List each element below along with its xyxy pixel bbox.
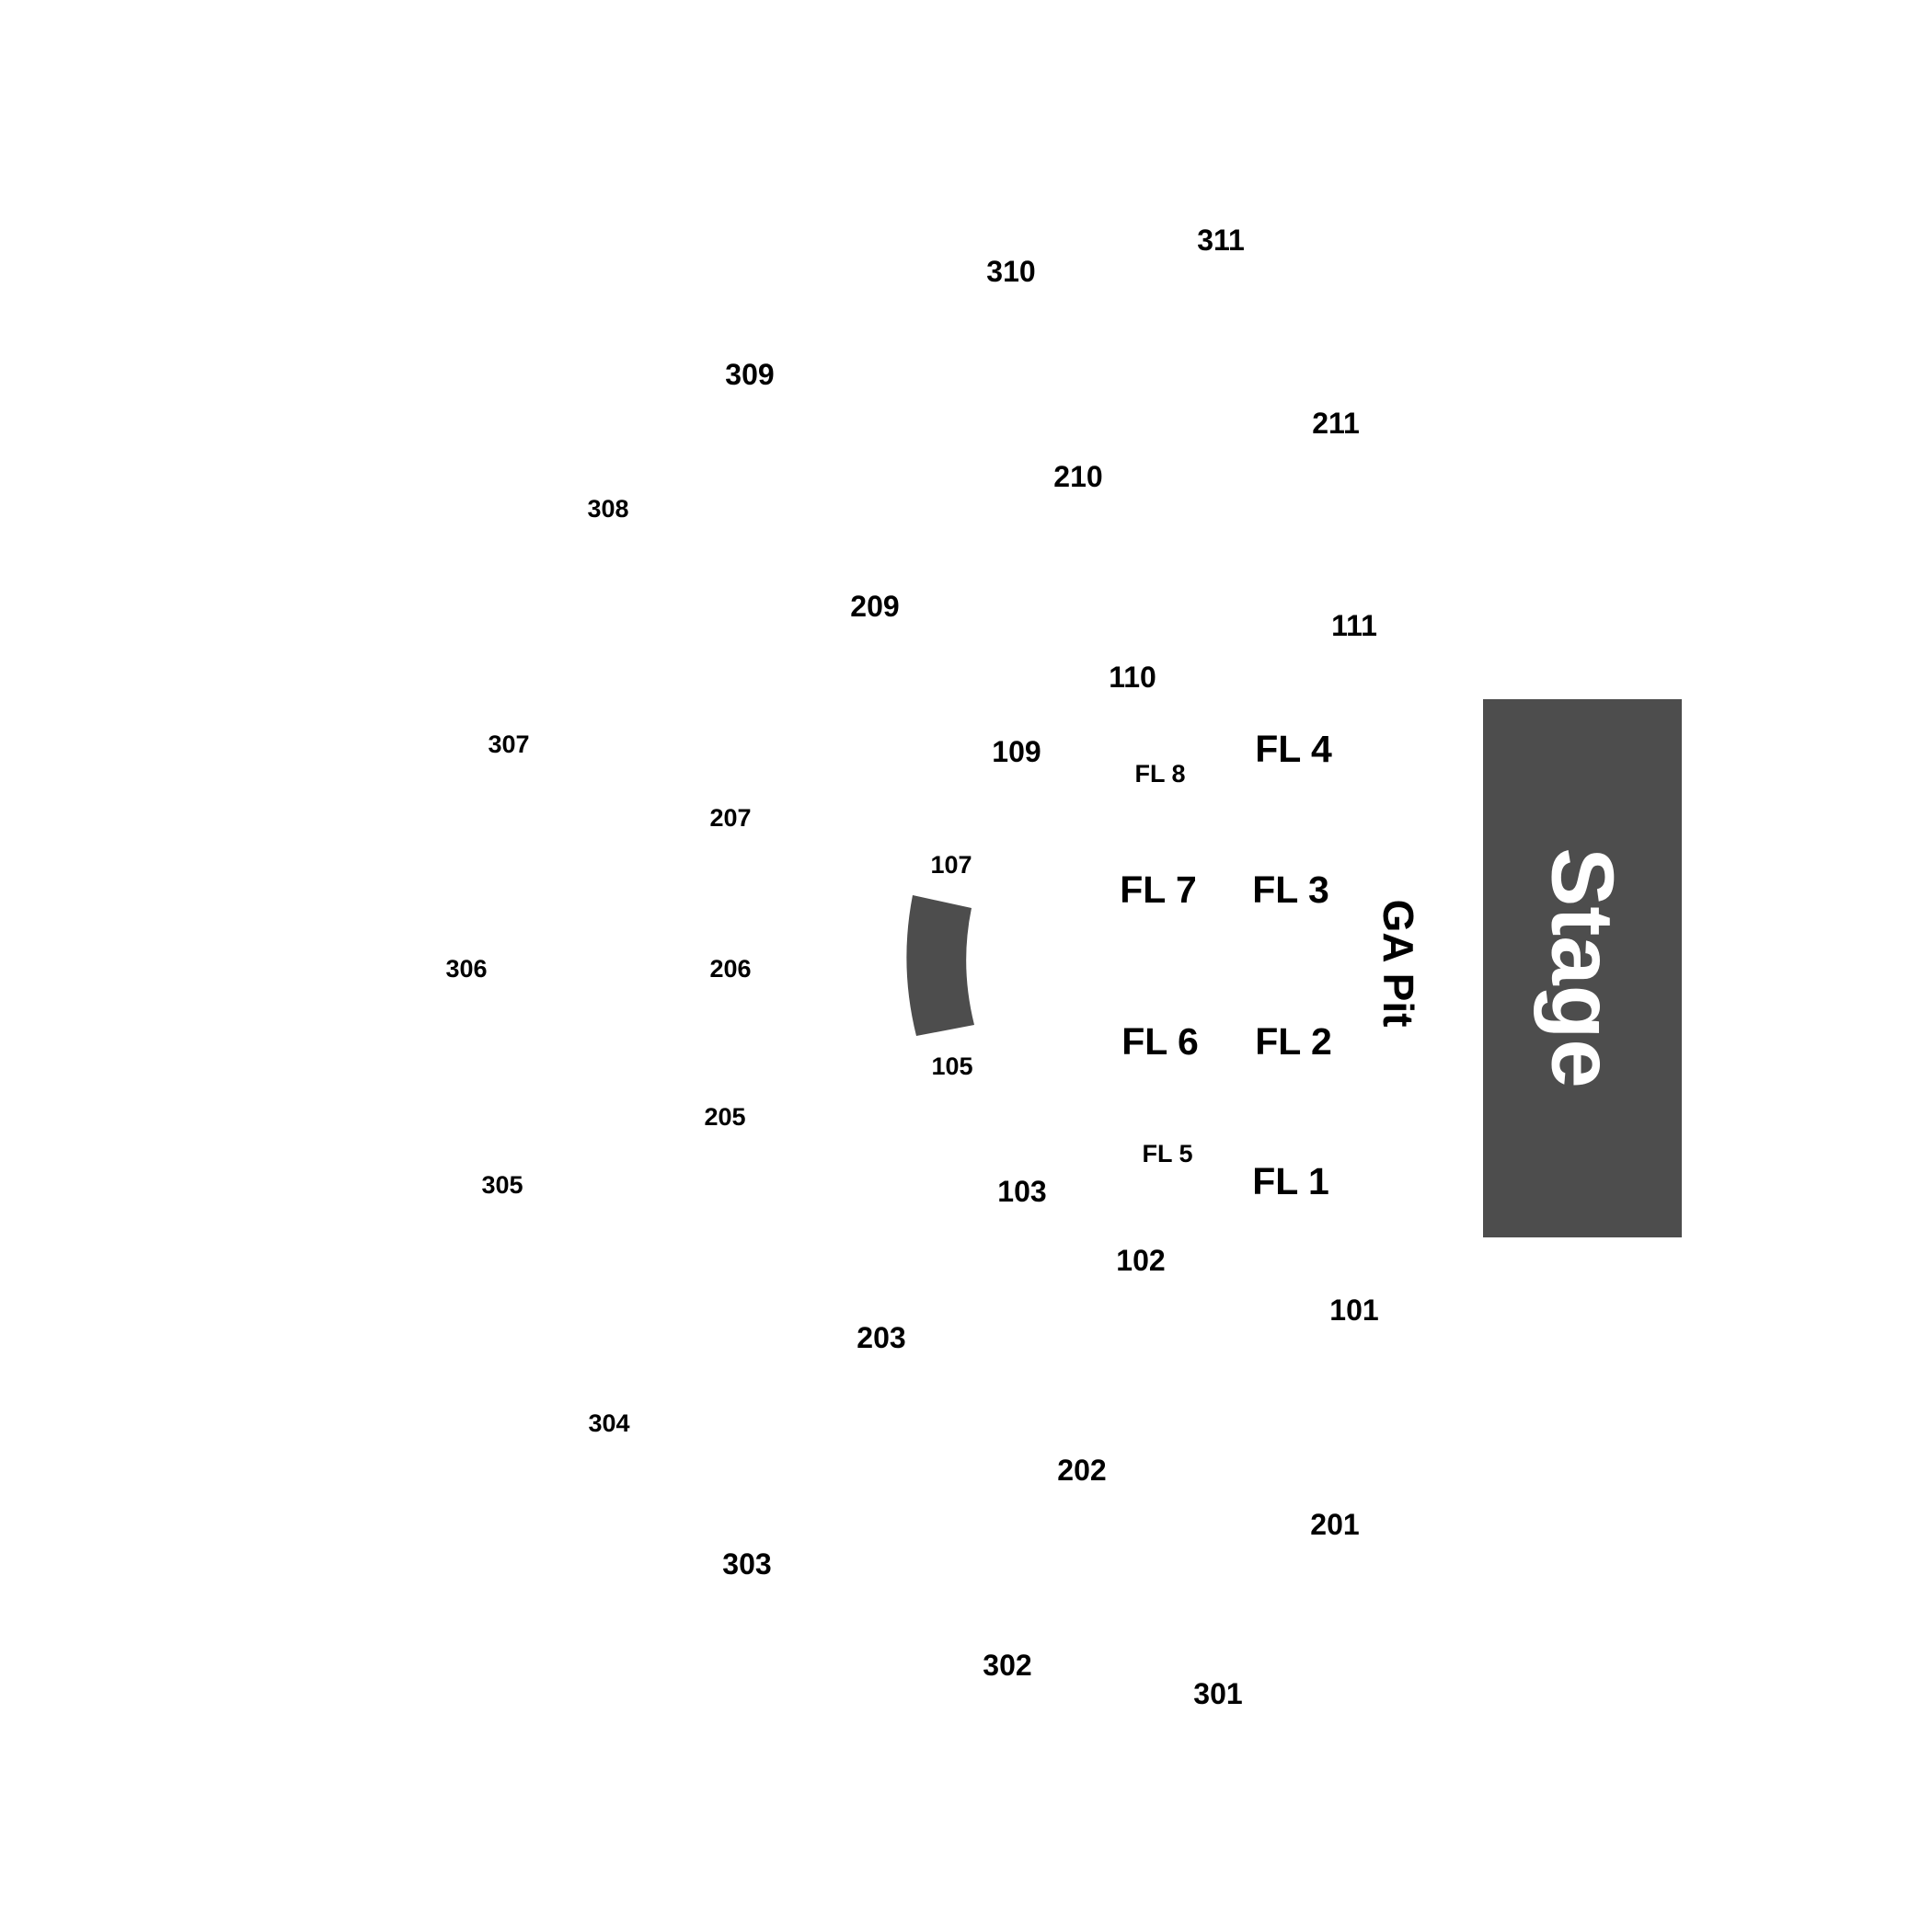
section-211[interactable]: 211 [1312, 407, 1360, 440]
section-109[interactable]: 109 [992, 735, 1041, 768]
section-fl-5[interactable]: FL 5 [1142, 1140, 1192, 1167]
section-206[interactable]: 206 [709, 955, 751, 983]
section-207[interactable]: 207 [709, 804, 751, 832]
section-105[interactable]: 105 [931, 1052, 972, 1080]
section-fl-7[interactable]: FL 7 [1120, 868, 1197, 911]
section-102[interactable]: 102 [1116, 1244, 1165, 1277]
section-310[interactable]: 310 [986, 255, 1035, 288]
section-308[interactable]: 308 [587, 495, 628, 523]
section-303[interactable]: 303 [722, 1547, 771, 1581]
ga-pit-label[interactable]: GA Pit [1374, 900, 1422, 1028]
section-306[interactable]: 306 [445, 955, 487, 983]
section-107[interactable]: 107 [930, 851, 972, 879]
section-309[interactable]: 309 [725, 358, 774, 391]
section-fl-3[interactable]: FL 3 [1252, 868, 1329, 911]
section-210[interactable]: 210 [1053, 460, 1102, 493]
section-311[interactable]: 311 [1197, 224, 1245, 257]
section-103[interactable]: 103 [997, 1175, 1046, 1208]
section-fl-6[interactable]: FL 6 [1121, 1020, 1199, 1063]
section-201[interactable]: 201 [1310, 1508, 1359, 1541]
section-fl-2[interactable]: FL 2 [1255, 1020, 1332, 1063]
section-304[interactable]: 304 [588, 1409, 629, 1437]
section-111[interactable]: 111 [1331, 609, 1377, 642]
section-209[interactable]: 209 [850, 590, 899, 623]
section-110[interactable]: 110 [1109, 661, 1156, 694]
section-fl-8[interactable]: FL 8 [1134, 760, 1185, 788]
section-307[interactable]: 307 [488, 730, 529, 758]
section-301[interactable]: 301 [1193, 1677, 1242, 1710]
section-fl-4[interactable]: FL 4 [1255, 728, 1332, 770]
section-fl-1[interactable]: FL 1 [1252, 1160, 1329, 1202]
section-305[interactable]: 305 [481, 1171, 523, 1199]
section-202[interactable]: 202 [1057, 1454, 1106, 1487]
stage-block[interactable] [1483, 699, 1682, 1237]
sound-booth [906, 895, 974, 1036]
section-205[interactable]: 205 [704, 1103, 745, 1131]
stage-label: Stage [1534, 847, 1632, 1087]
section-101[interactable]: 101 [1329, 1294, 1378, 1327]
section-203[interactable]: 203 [857, 1321, 905, 1354]
section-302[interactable]: 302 [983, 1649, 1031, 1682]
